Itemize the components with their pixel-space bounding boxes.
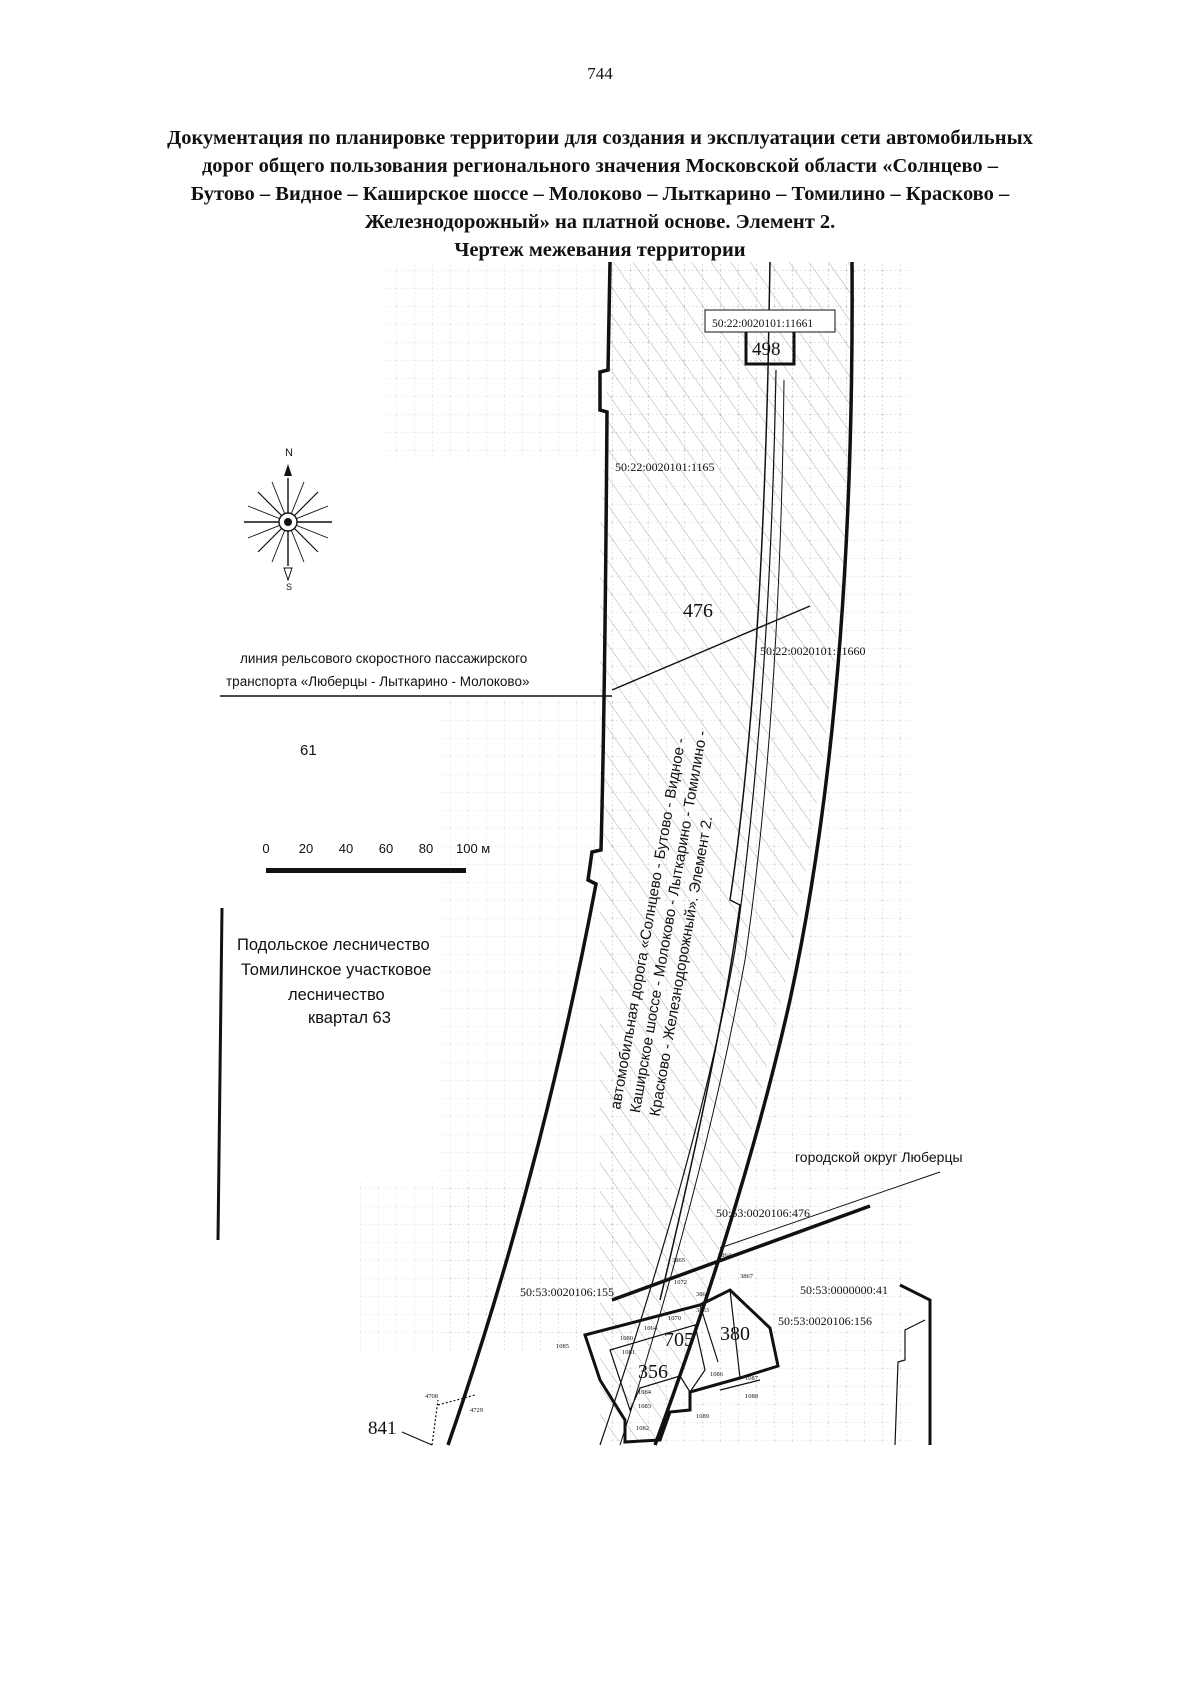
road-edge-line	[599, 369, 777, 1446]
point-number: 1085	[556, 1343, 569, 1350]
road-edge-line	[619, 379, 785, 1446]
parcel-cadastral-number: 50:22:0020101:11661	[712, 318, 813, 330]
point-number: 1089	[696, 1413, 709, 1420]
scale-tick-label: 60	[379, 841, 393, 856]
title-line: Бутово – Видное – Каширское шоссе – Моло…	[190, 183, 1010, 205]
district-label: городской округ Люберцы	[795, 1149, 963, 1165]
point-number: 1083	[638, 1403, 651, 1410]
document-title: Документация по планировке территории дл…	[100, 124, 1100, 264]
point-number: 3863	[696, 1307, 709, 1314]
parcel-boundary	[719, 1379, 761, 1391]
zone-number: 61	[300, 742, 317, 759]
parcel-number: 841	[368, 1418, 397, 1439]
rail-line-label: линия рельсового скоростного пассажирско…	[240, 651, 527, 666]
scale-tick-label: 40	[339, 841, 353, 856]
forest-label: лесничество	[288, 986, 385, 1004]
corridor-boundary-line	[653, 261, 854, 1446]
point-number: 1064	[644, 1325, 658, 1332]
leader-line	[437, 1394, 476, 1406]
forest-boundary-line	[446, 261, 612, 1446]
scale-tick-label: 80	[419, 841, 433, 856]
parcel-cadastral-number: 50:53:0020106:155	[520, 1285, 614, 1299]
parcel-cadastral-number: 50:53:0000000:41	[800, 1283, 888, 1297]
compass-rose-icon	[244, 464, 332, 582]
leader-line	[431, 1399, 439, 1446]
point-number: 3865	[672, 1257, 685, 1264]
point-number: 3864	[718, 1252, 732, 1259]
parcel-boundary	[699, 1304, 719, 1363]
parcel-boundary	[894, 1319, 926, 1446]
scale-bar: 0 20 40 60 80 100 м	[262, 841, 490, 873]
forest-label: Томилинское участковое	[241, 961, 431, 979]
road-edge-line	[659, 261, 771, 1301]
title-line: Документация по планировке территории дл…	[167, 127, 1033, 149]
point-number: 1086	[710, 1371, 724, 1378]
parcel-cadastral-number: 50:22:0020101:1165	[615, 460, 715, 474]
scale-tick-label: 20	[299, 841, 313, 856]
point-number: 1070	[668, 1315, 681, 1322]
parcel-label-frame	[704, 309, 836, 333]
scale-tick-label: 0	[262, 841, 269, 856]
compass-north-label: N	[285, 447, 293, 459]
compass-south-label: S	[286, 582, 292, 592]
rail-line	[611, 605, 811, 691]
point-number: 4708	[425, 1393, 438, 1400]
parcel-cadastral-number: 50:53:0020106:476	[716, 1206, 810, 1220]
scale-tick-label: 100 м	[456, 841, 490, 856]
parcel-boundary	[729, 1289, 741, 1379]
parcel-boundary	[899, 1283, 932, 1445]
forest-label: Подольское лесничество	[237, 936, 430, 954]
point-number: 1080	[620, 1335, 633, 1342]
district-line	[719, 1171, 941, 1249]
title-line: Железнодорожный» на платной основе. Элем…	[364, 211, 836, 233]
parcel-number: 380	[720, 1323, 750, 1345]
page-number: 744	[587, 64, 613, 83]
leader-line	[401, 1431, 433, 1446]
parcel-boundary	[609, 1324, 706, 1412]
parcel-number: 498	[752, 339, 781, 360]
parcel-number: 705	[664, 1329, 694, 1351]
zone-number: 476	[683, 600, 713, 622]
parcel-number: 356	[638, 1361, 668, 1383]
rail-line-label: транспорта «Люберцы - Лыткарино - Молоко…	[226, 674, 529, 689]
point-number: 1087	[745, 1375, 759, 1382]
point-number: 3866	[696, 1291, 710, 1298]
point-number: 1082	[636, 1425, 649, 1432]
parcel-cadastral-number: 50:53:0020106:156	[778, 1314, 872, 1328]
point-number: 1081	[622, 1349, 635, 1356]
forest-label: квартал 63	[308, 1009, 391, 1027]
parcel-boundary	[583, 1288, 780, 1444]
drawing-subtitle: Чертеж межевания территории	[454, 239, 746, 261]
district-line	[611, 1204, 871, 1302]
point-number: 1072	[674, 1279, 687, 1286]
point-number: 1088	[745, 1393, 758, 1400]
legend-bar	[216, 907, 224, 1241]
point-number: 4729	[470, 1407, 483, 1414]
point-number: 1084	[638, 1389, 652, 1396]
parcel-cadastral-number: 50:22:0020101:11660	[760, 644, 866, 658]
point-number: 3867	[740, 1273, 754, 1280]
title-line: дорог общего пользования регионального з…	[201, 155, 999, 177]
grid-area	[360, 1180, 620, 1350]
